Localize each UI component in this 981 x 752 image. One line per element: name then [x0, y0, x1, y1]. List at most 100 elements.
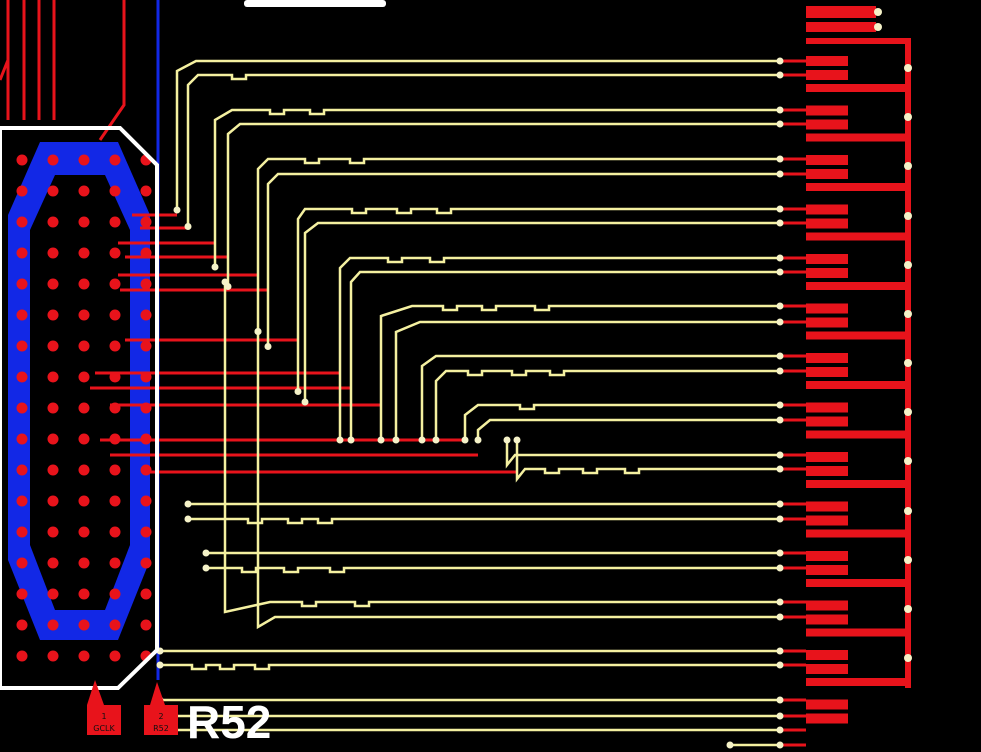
connector-finger [806, 416, 848, 427]
bga-ball [47, 371, 59, 383]
trace-via [776, 661, 784, 669]
connector-finger [806, 699, 848, 710]
bga-ball [16, 309, 28, 321]
r52-pad-2[interactable] [144, 705, 178, 735]
bga-ball [47, 402, 59, 414]
signal-trace [206, 566, 780, 574]
bga-ball [16, 340, 28, 352]
trace-via [776, 741, 784, 749]
trace-via [776, 647, 784, 655]
signal-traces [160, 59, 806, 747]
trace-via [474, 436, 482, 444]
trace-via [776, 451, 784, 459]
connector-ground-finger [806, 133, 908, 142]
bga-ball [140, 309, 152, 321]
bga-ball [16, 557, 28, 569]
connector-finger [806, 6, 876, 18]
trace-via [776, 465, 784, 473]
blue-pour-cutout [30, 175, 130, 610]
connector-finger [806, 515, 848, 526]
connector-via [904, 162, 912, 170]
connector-finger [806, 466, 848, 476]
bga-ball [109, 154, 121, 166]
bga-ball [140, 464, 152, 476]
connector-ground-finger [806, 579, 908, 587]
bga-ball [78, 247, 90, 259]
bga-ball [16, 402, 28, 414]
resistor-r52[interactable]: 1 GCLK 2 R52 R52 [87, 680, 271, 748]
signal-trace [213, 108, 780, 267]
trace-via [184, 515, 192, 523]
bga-ball [140, 588, 152, 600]
connector-finger [806, 501, 848, 512]
connector-ground-finger [806, 232, 908, 241]
trace-via [776, 268, 784, 276]
bga-ball [47, 495, 59, 507]
signal-trace [175, 59, 780, 210]
connector-finger [806, 119, 848, 130]
trace-via [776, 155, 784, 163]
connector-via [904, 556, 912, 564]
trace-via [776, 57, 784, 65]
r52-pad-1[interactable] [87, 705, 121, 735]
trace-via [301, 398, 309, 406]
connector-via [904, 408, 912, 416]
connector-via [904, 212, 912, 220]
trace-via [776, 318, 784, 326]
connector-ground-finger [806, 331, 908, 340]
connector-finger [806, 303, 848, 314]
connector-finger [806, 268, 848, 278]
trace-via [513, 436, 521, 444]
bga-ball [16, 464, 28, 476]
connector-via [874, 23, 882, 31]
connector-via [904, 457, 912, 465]
trace-via [776, 500, 784, 508]
bga-ball [16, 185, 28, 197]
trace-via [184, 223, 192, 230]
connector-finger [806, 254, 848, 264]
bga-ball [47, 247, 59, 259]
bga-ball [16, 247, 28, 259]
trace-via [173, 206, 181, 214]
connector-finger [806, 367, 848, 377]
bga-ball-grid [16, 154, 152, 662]
trace-via [776, 549, 784, 557]
trace-via [156, 661, 164, 669]
signal-trace [476, 418, 780, 440]
trace-via [776, 302, 784, 310]
bga-ball [78, 464, 90, 476]
trace-via [726, 741, 734, 749]
connector-finger [806, 70, 848, 80]
trace-via [776, 696, 784, 704]
trace-via [432, 436, 440, 444]
bga-ball [16, 278, 28, 290]
connector-via [904, 261, 912, 269]
connector-ground-finger [806, 381, 908, 389]
bga-ball [109, 557, 121, 569]
bga-ball [109, 216, 121, 228]
connector-finger [806, 402, 848, 413]
trace-via [776, 712, 784, 720]
r52-pad-2-number: 2 [158, 712, 163, 721]
bga-ball [16, 216, 28, 228]
signal-trace [266, 172, 780, 347]
connector-ground-finger [806, 282, 908, 290]
trace-via [776, 170, 784, 178]
bga-ball [16, 433, 28, 445]
bga-ball [16, 495, 28, 507]
bga-ball [140, 557, 152, 569]
bga-ball [109, 619, 121, 631]
trace-via [776, 416, 784, 424]
trace-via [776, 515, 784, 523]
bga-ball [140, 340, 152, 352]
trace-via [776, 352, 784, 360]
signal-trace [463, 403, 780, 440]
silkscreen-top-bar [244, 0, 386, 7]
chip-silkscreen-outline [0, 126, 159, 690]
bga-ball [78, 185, 90, 197]
bga-ball [47, 650, 59, 662]
bga-ball [16, 588, 28, 600]
bga-ball [78, 216, 90, 228]
trace-via [211, 263, 219, 271]
connector-bus [806, 38, 911, 688]
